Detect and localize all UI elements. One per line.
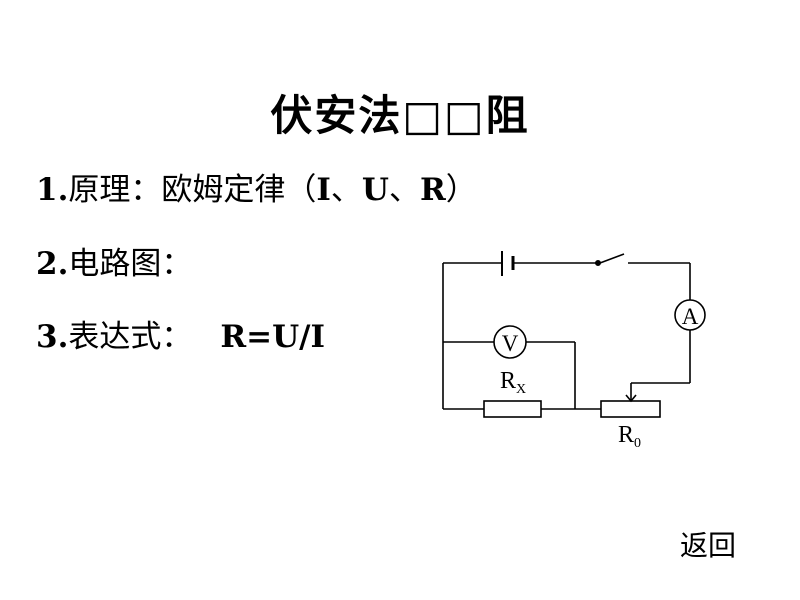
item-number: 2. — [36, 246, 69, 282]
r0-sub: 0 — [634, 436, 641, 451]
rx-sub: X — [516, 382, 526, 397]
var-resistance: R — [419, 172, 446, 208]
rheostat-r0 — [600, 400, 661, 418]
var-current: I — [316, 172, 331, 208]
r0-label: R0 — [618, 422, 641, 451]
formula: R=U/I — [220, 319, 325, 355]
separator: 、 — [330, 172, 362, 208]
circuit-diagram-label: 电路图： — [68, 246, 193, 282]
close-paren: ） — [445, 172, 477, 208]
principle-line: 1.原理：欧姆定律（I、U、R） — [36, 164, 477, 209]
circuit-diagram-line: 2.电路图： — [36, 238, 192, 283]
switch-contact — [594, 259, 601, 266]
principle-text: 原理：欧姆定律（ — [68, 172, 317, 208]
item-number: 1. — [36, 172, 69, 208]
var-voltage: U — [361, 172, 389, 208]
switch-lever — [599, 253, 625, 264]
back-link[interactable]: 返回 — [680, 529, 737, 562]
r0-main: R — [618, 422, 634, 448]
rx-main: R — [500, 368, 516, 394]
slide-title: 伏安法□□阻 — [270, 91, 530, 140]
ammeter-label: A — [682, 304, 699, 329]
rx-label: RX — [500, 368, 526, 397]
resistor-rx — [483, 400, 542, 418]
expression-line: 3.表达式： R=U/I — [36, 311, 325, 356]
voltmeter-label: V — [502, 331, 519, 356]
separator: 、 — [388, 172, 420, 208]
item-number: 3. — [36, 319, 69, 355]
expression-label: 表达式： — [68, 319, 193, 355]
